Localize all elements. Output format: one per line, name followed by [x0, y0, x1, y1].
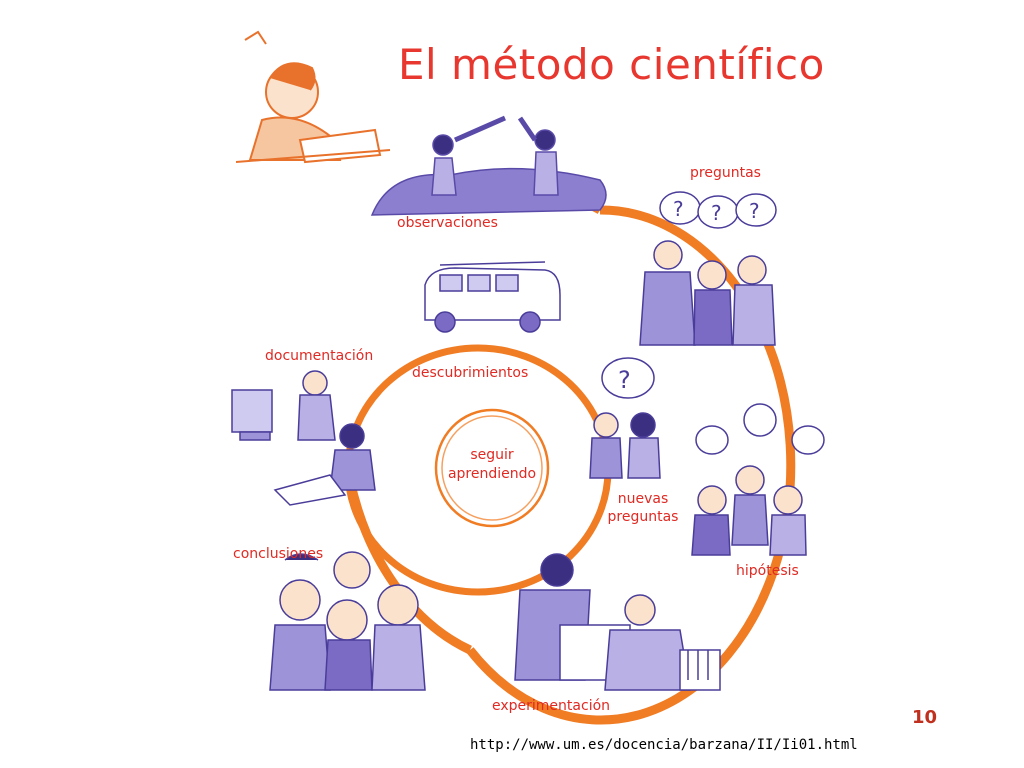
- reader-illustration: [235, 30, 391, 164]
- center-ring: [434, 408, 550, 528]
- step-label-observaciones: observaciones: [397, 215, 498, 231]
- center-ring-inner: [441, 415, 543, 521]
- source-url: http://www.um.es/docencia/barzana/II/Ii0…: [470, 737, 858, 753]
- page-title: El método científico: [398, 40, 825, 89]
- experimentacion-illustration: [514, 553, 721, 691]
- step-label-documentacion: documentación: [265, 348, 374, 364]
- step-label-hipotesis: hipótesis: [736, 563, 799, 579]
- page-number: 10: [912, 707, 938, 728]
- documentacion-illustration: [231, 370, 376, 506]
- step-label-descubrimientos: descubrimientos: [412, 365, 529, 381]
- center-label: seguir aprendiendo: [437, 446, 547, 484]
- conclusiones-illustration: [269, 551, 426, 691]
- step-label-experimentacion: experimentación: [492, 698, 611, 714]
- descubrimientos-illustration: [424, 261, 561, 333]
- step-label-preguntas: preguntas: [690, 165, 761, 181]
- center-label-line2: aprendiendo: [447, 466, 537, 482]
- nuevas-preguntas-illustration: ?: [589, 357, 661, 479]
- svg-text:?: ?: [711, 201, 722, 225]
- svg-text:?: ?: [618, 366, 631, 394]
- outer-cycle-ring: [466, 205, 796, 725]
- observaciones-illustration: [370, 115, 607, 216]
- center-label-line1: seguir: [470, 447, 514, 463]
- svg-text:?: ?: [749, 199, 760, 223]
- preguntas-illustration: ? ? ?: [639, 191, 777, 346]
- svg-text:?: ?: [673, 197, 684, 221]
- step-label-conclusiones: conclusiones: [233, 546, 324, 562]
- step-label-nuevas-preguntas: nuevas preguntas: [607, 491, 679, 525]
- hipotesis-illustration: [691, 403, 825, 556]
